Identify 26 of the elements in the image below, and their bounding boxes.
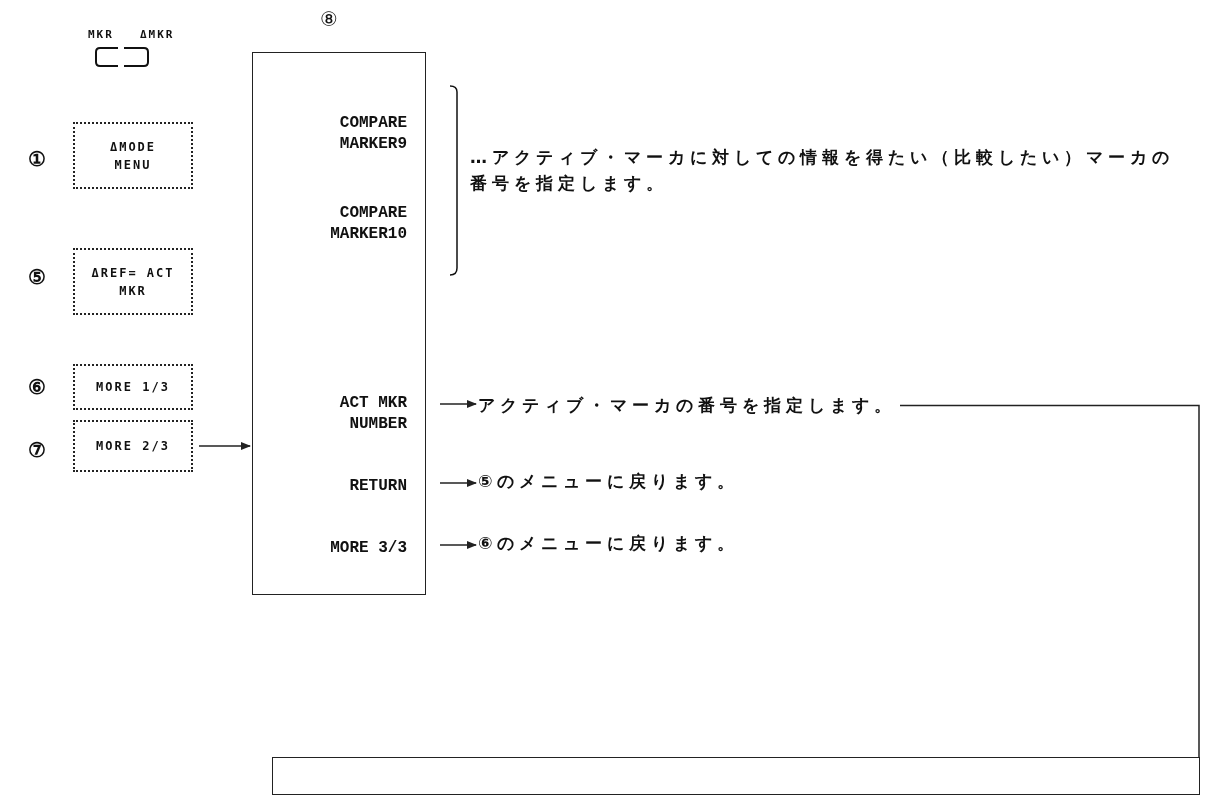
continuation-box xyxy=(272,757,1200,795)
callout-number: ⑥ xyxy=(28,374,48,401)
softkey-label: COMPARE MARKER10 xyxy=(329,203,407,245)
connector-line xyxy=(899,404,1200,758)
description-text: ⑤のメニューに戻ります。 xyxy=(478,470,740,493)
arrow xyxy=(439,540,478,550)
softkey-label: ΔREF= ACT MKR xyxy=(90,264,176,300)
arrow xyxy=(439,478,478,488)
softkey-label: COMPARE MARKER9 xyxy=(338,113,407,155)
note-text: …アクティブ・マーカに対しての情報を得たい（比較したい）マーカの番号を指定します。 xyxy=(470,146,1175,195)
softkey-label: RETURN xyxy=(349,476,407,497)
description-text: アクティブ・マーカの番号を指定します。 xyxy=(478,394,896,417)
callout-number: ⑧ xyxy=(320,7,338,31)
softkey-label: ΔMODE MENU xyxy=(108,138,158,174)
arrow xyxy=(439,399,478,409)
callout-number: ⑦ xyxy=(28,437,48,464)
callout-number: ⑤ xyxy=(28,264,48,291)
key-label: ΔMKR xyxy=(140,28,175,41)
arrow xyxy=(198,441,252,451)
key-label: MKR xyxy=(88,28,114,41)
softkey-label: ACT MKR NUMBER xyxy=(338,393,407,435)
softkey-label: MORE 3/3 xyxy=(330,538,407,559)
callout-number: ① xyxy=(28,146,48,173)
description-text: ⑥のメニューに戻ります。 xyxy=(478,532,740,555)
softkey-label: MORE 1/3 xyxy=(96,379,170,396)
softkey-label: MORE 2/3 xyxy=(96,438,170,455)
